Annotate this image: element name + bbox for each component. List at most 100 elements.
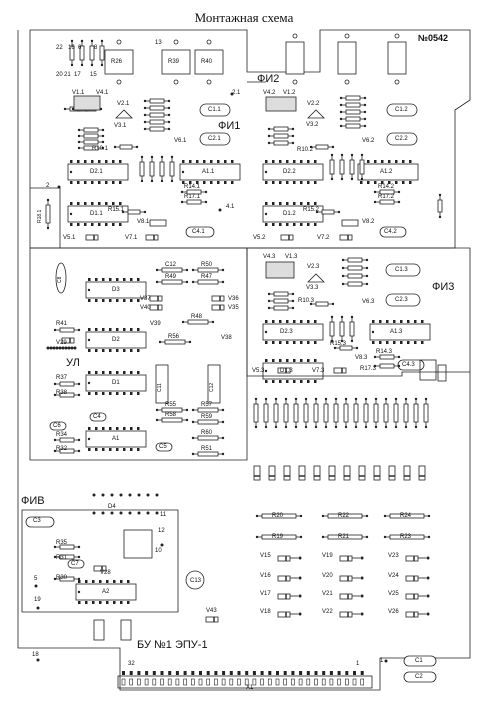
resistor-R47 xyxy=(197,279,219,285)
chip-A1.3-pin xyxy=(407,320,410,323)
chip-A2-pin xyxy=(120,601,123,604)
resistor-vertical-pad xyxy=(350,315,354,319)
resistor-R24-pad xyxy=(427,514,431,518)
diode xyxy=(211,304,225,311)
chip-D1.3-pin xyxy=(293,380,296,383)
pad xyxy=(394,79,400,85)
chip-D1.2-pin xyxy=(293,223,296,226)
resistor-vertical-pad xyxy=(394,397,398,401)
label-c1-2: C1.2 xyxy=(395,107,408,113)
chip-D3-pin xyxy=(88,278,91,281)
label-c4-3: C4.3 xyxy=(402,362,415,368)
resistor-pad xyxy=(143,106,147,110)
connector-contact xyxy=(329,678,334,686)
connector-pin xyxy=(199,671,202,675)
chip-D3-pin xyxy=(109,299,112,302)
connector-contact xyxy=(291,678,295,686)
chip-A1.3-pin xyxy=(407,341,410,344)
resistor-C12-pad xyxy=(155,268,159,272)
label-r17-3: R17.3 xyxy=(360,366,377,372)
chip-D3-pin xyxy=(137,299,140,302)
chip-D2-pin xyxy=(123,349,126,352)
chip-D1-pin xyxy=(102,392,105,395)
chip-A2-pin xyxy=(127,601,130,604)
transistor-array xyxy=(73,95,101,111)
diode-V43 xyxy=(205,616,219,623)
chip-D2.2-pin xyxy=(279,160,282,163)
label-v2-1: V2.1 xyxy=(117,101,130,107)
connector-contact xyxy=(221,678,226,686)
resistor-R18.1-pad xyxy=(46,198,50,202)
label-r49: R49 xyxy=(165,274,177,280)
chip-D1.1-pin xyxy=(119,223,122,226)
resistor-R16.2 xyxy=(437,199,443,213)
chip-D1.1-pin xyxy=(98,223,101,226)
resistor-vertical-pad xyxy=(324,425,328,429)
chip-D1.1-pin xyxy=(70,202,73,205)
diode-vertical xyxy=(253,465,261,481)
resistor-pad xyxy=(101,134,105,138)
chip-D3-pin xyxy=(88,299,91,302)
label-r14-1: R14.1 xyxy=(184,184,201,190)
resistor-R47-pad xyxy=(221,280,225,284)
chip-D1.1-key xyxy=(69,212,73,216)
resistor-pad xyxy=(291,127,295,131)
capacitor-C1 xyxy=(403,655,437,667)
chip-D3-pin xyxy=(123,278,126,281)
document-number: №0542 xyxy=(418,33,449,43)
chip-D1-pin xyxy=(102,371,105,374)
resistor-pad xyxy=(339,96,343,100)
chip-D1-pin xyxy=(123,371,126,374)
resistor-pad xyxy=(63,107,67,111)
chip-A1.1 xyxy=(179,163,241,181)
resistor-vertical xyxy=(313,403,319,423)
label-d4: D4 xyxy=(108,504,116,510)
label-v4-3: V4.3 xyxy=(263,254,276,260)
resistor-pad xyxy=(355,346,359,350)
chip-A1.1-pin xyxy=(203,160,206,163)
chip-A1-pin xyxy=(137,448,140,451)
resistor-vertical xyxy=(413,403,419,423)
chip-D2.1-pin xyxy=(70,160,73,163)
label-c2-2: C2.2 xyxy=(395,136,408,142)
chip-A1.2-pin xyxy=(402,160,405,163)
resistor-pad xyxy=(101,128,105,132)
chip-D2.1-key xyxy=(69,170,73,174)
chip-D1.3-pin xyxy=(307,380,310,383)
chip-D2.3-pin xyxy=(293,320,296,323)
chip-D2.1-pin xyxy=(112,181,115,184)
resistor-pad xyxy=(341,274,345,278)
resistor-pad xyxy=(365,266,369,270)
resistor-R41 xyxy=(59,327,75,333)
pad xyxy=(344,33,350,39)
resistor-vertical-pad xyxy=(254,397,258,401)
label-r31: R31 xyxy=(56,555,68,561)
resistor-pad xyxy=(331,145,335,149)
chip-D1.1-pin xyxy=(91,202,94,205)
block-label-ul: УЛ xyxy=(66,357,80,369)
label-d1-3: D1.3 xyxy=(280,368,293,374)
label-r18-1: R18.1 xyxy=(37,209,43,223)
label-v26: V26 xyxy=(388,609,399,615)
label-v18: V18 xyxy=(260,609,271,615)
chip-D2.2-pin xyxy=(286,181,289,184)
label-r10-1: R10.1 xyxy=(92,146,109,152)
resistor-pad xyxy=(101,140,105,144)
label-r41: R41 xyxy=(56,321,68,327)
resistor-vertical xyxy=(139,161,145,177)
chip-D1.1-pin xyxy=(91,223,94,226)
connector-pin xyxy=(222,671,226,675)
chip-D3 xyxy=(85,281,147,299)
resistor-pad xyxy=(267,306,271,310)
resistor-R59-pad xyxy=(221,420,225,424)
chip-D3-pin xyxy=(95,278,98,281)
label-a1-3: A1.3 xyxy=(390,329,403,335)
connector-pin xyxy=(129,671,133,675)
diode-V7.1 xyxy=(145,234,159,241)
chip-D1-pin xyxy=(88,371,91,374)
chip-A1.3-pin xyxy=(421,341,424,344)
chip-A1-pin xyxy=(116,448,119,451)
chip-A1-pin xyxy=(123,427,126,430)
resistor-vertical-pad xyxy=(264,397,268,401)
resistor-pad xyxy=(331,302,335,306)
